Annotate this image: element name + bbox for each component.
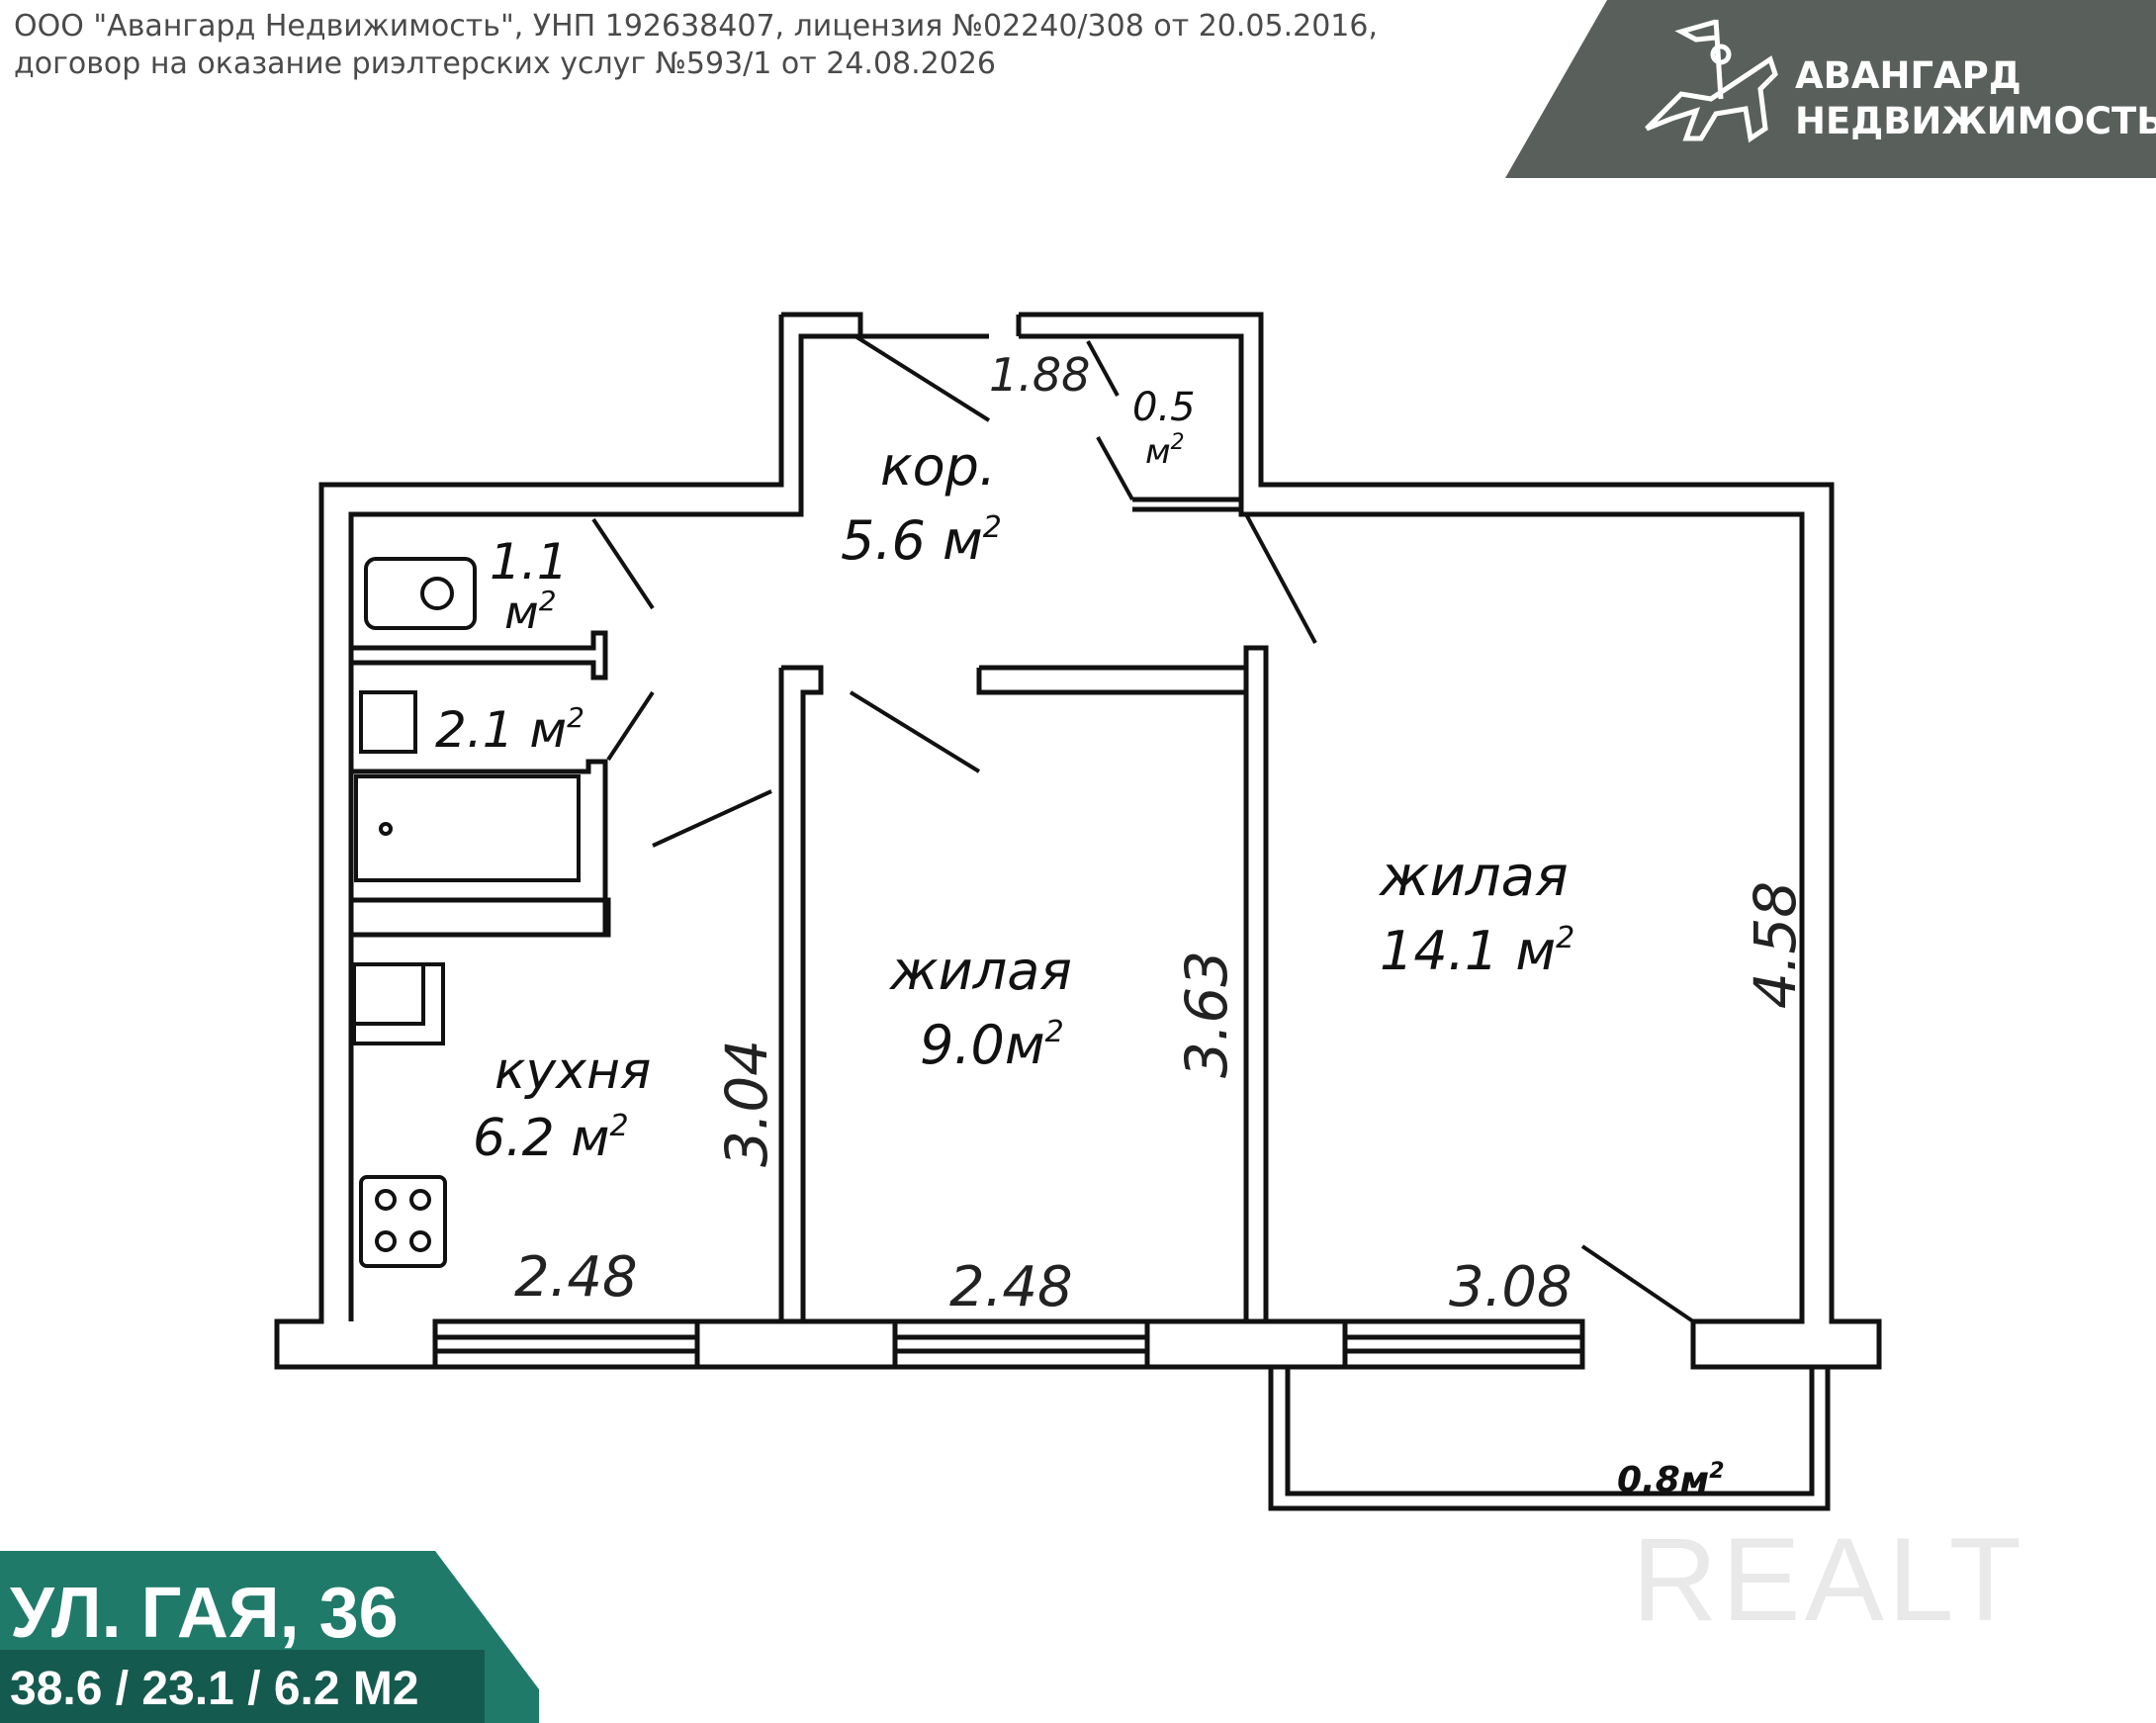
dim-living2-height: 4.58 bbox=[1742, 881, 1809, 1009]
fixtures bbox=[352, 557, 581, 1268]
living2-area: 14.1 м2 bbox=[1380, 920, 1574, 982]
areas-text: 38.6 / 23.1 / 6.2 М2 bbox=[10, 1663, 419, 1715]
door-swings bbox=[591, 334, 1695, 1323]
corridor-name: кор. bbox=[880, 435, 996, 498]
license-line-2: договор на оказание риэлтерских услуг №5… bbox=[14, 46, 997, 81]
living1-name: жилая bbox=[888, 940, 1072, 1002]
logo-text: АВАНГАРД НЕДВИЖИМОСТЬ bbox=[1795, 53, 2156, 144]
living1-area: 9.0м2 bbox=[920, 1014, 1064, 1076]
closet-area: 0.5 bbox=[1132, 385, 1196, 430]
logo-line-2: НЕДВИЖИМОСТЬ bbox=[1795, 100, 2156, 142]
kitchen-area: 6.2 м2 bbox=[473, 1109, 629, 1168]
kitchen-name: кухня bbox=[494, 1042, 651, 1101]
wc-area: 1.1 bbox=[490, 533, 569, 590]
address-badge bbox=[0, 1551, 539, 1723]
dim-kitchen-height: 3.04 bbox=[713, 1040, 780, 1167]
license-info: ООО "Авангард Недвижимость", УНП 1926384… bbox=[14, 8, 1378, 83]
walls bbox=[274, 312, 1882, 1511]
dim-living2-width: 3.08 bbox=[1449, 1255, 1572, 1319]
wc-unit: м2 bbox=[504, 585, 557, 639]
realt-watermark: REALT bbox=[1632, 1513, 2025, 1646]
dim-kitchen-width: 2.48 bbox=[514, 1245, 638, 1310]
corridor-area: 5.6 м2 bbox=[841, 509, 1002, 572]
dim-living1-height: 3.63 bbox=[1173, 951, 1240, 1078]
address-text: УЛ. ГАЯ, 36 bbox=[10, 1574, 399, 1653]
closet-unit: м2 bbox=[1145, 430, 1185, 472]
logo-line-1: АВАНГАРД bbox=[1795, 54, 2021, 97]
balcony-area: 0.8м2 bbox=[1617, 1459, 1725, 1500]
living2-name: жилая bbox=[1378, 845, 1569, 909]
bath-area: 2.1 м2 bbox=[435, 701, 584, 759]
dim-top-corridor: 1.88 bbox=[989, 348, 1090, 402]
dim-living1-width: 2.48 bbox=[949, 1255, 1073, 1319]
license-line-1: ООО "Авангард Недвижимость", УНП 1926384… bbox=[14, 9, 1379, 44]
